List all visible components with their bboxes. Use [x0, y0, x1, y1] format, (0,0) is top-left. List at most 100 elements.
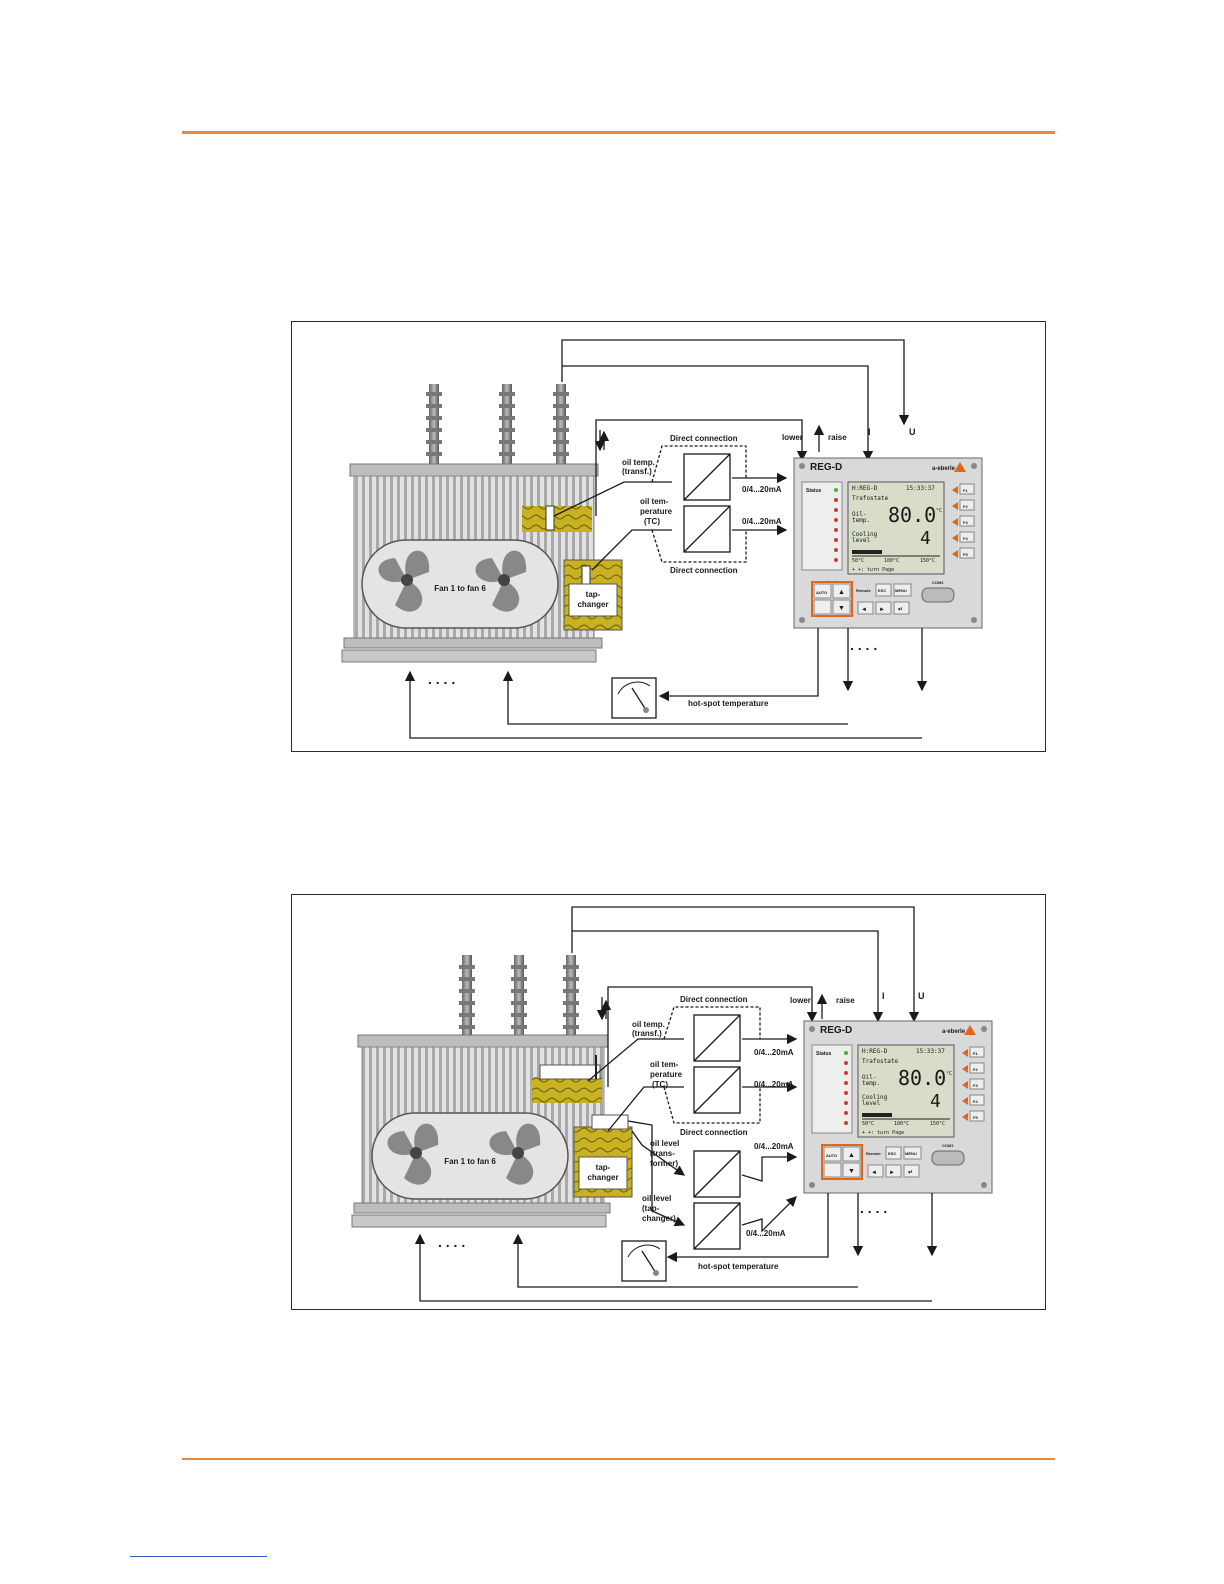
- oil-reservoir: [522, 505, 592, 532]
- f3-key[interactable]: [959, 515, 975, 527]
- lcd-header-left: H:REG-D: [862, 1048, 888, 1055]
- auto-key[interactable]: [813, 583, 832, 599]
- bushings: [426, 384, 569, 464]
- enter-key[interactable]: [893, 601, 910, 615]
- tap-changer: tap- changer: [573, 1114, 633, 1198]
- lcd-scale-3: 150°C: [920, 558, 935, 564]
- f1-key[interactable]: [969, 1046, 985, 1058]
- keypad: AUTO ▲ ▼ Remote ESC MENU ◄ ► ↵ COM1: [811, 580, 955, 617]
- oil-level-tc-2: (tap-: [642, 1204, 660, 1213]
- svg-text:F2: F2: [963, 504, 968, 509]
- status-title: Status: [816, 1051, 832, 1057]
- brand-logo: a-eberle: [942, 1029, 966, 1035]
- svg-text:▼: ▼: [838, 605, 845, 612]
- fans-label: Fan 1 to fan 6: [444, 1157, 496, 1166]
- signal-converter-3: [693, 1150, 741, 1198]
- svg-text:↵: ↵: [908, 1170, 913, 1176]
- tapchanger-label-1: tap-: [586, 590, 601, 599]
- right-key[interactable]: [885, 1164, 902, 1178]
- svg-text:◄: ◄: [871, 1170, 877, 1176]
- f5-key[interactable]: [959, 547, 975, 559]
- fans-label: Fan 1 to fan 6: [434, 584, 486, 593]
- device-title: REG-D: [820, 1025, 852, 1036]
- f1-key[interactable]: [959, 483, 975, 495]
- auto-key[interactable]: [823, 1146, 842, 1162]
- lcd-oil-value: 80.0: [888, 503, 936, 527]
- down-key[interactable]: [842, 1162, 861, 1178]
- down-key[interactable]: [832, 599, 851, 615]
- oil-temp-tc-2: perature: [650, 1070, 683, 1079]
- svg-text:F5: F5: [973, 1115, 978, 1120]
- up-key[interactable]: [842, 1146, 861, 1162]
- current-label: I: [882, 991, 885, 1001]
- lower-label: lower: [782, 433, 803, 442]
- menu-key[interactable]: [893, 583, 912, 597]
- return-wires: [404, 628, 928, 739]
- lower-label: lower: [790, 996, 811, 1005]
- oil-level-transf-1: oil level: [650, 1139, 679, 1148]
- f5-key[interactable]: [969, 1110, 985, 1122]
- lcd-footer: + +: turn Page: [852, 567, 894, 573]
- lcd-unit: °C: [936, 508, 942, 514]
- regd-device: REG-D a-eberle Status H:REG-D 15:33:37 T…: [803, 1020, 993, 1194]
- ma-label-2: 0/4...20mA: [742, 517, 782, 526]
- svg-text:ESC: ESC: [888, 1151, 896, 1156]
- com-port: [931, 1150, 965, 1166]
- svg-text:▼: ▼: [848, 1168, 855, 1175]
- enter-key[interactable]: [903, 1164, 920, 1178]
- footer-link-underline[interactable]: [130, 1556, 267, 1557]
- lcd-cooling-value: 4: [920, 528, 931, 549]
- remote-label: Remote: [866, 1151, 881, 1156]
- gauge-icon: [621, 1240, 667, 1282]
- header-rule: [182, 131, 1055, 134]
- oil-temp-tc-3: (TC): [652, 1080, 668, 1089]
- dots-left: . . . .: [438, 1234, 465, 1250]
- f2-key[interactable]: [969, 1062, 985, 1074]
- ma-label-2: 0/4...20mA: [754, 1080, 794, 1089]
- voltage-label: U: [909, 427, 916, 437]
- svg-text:AUTO: AUTO: [826, 1153, 837, 1158]
- fan-icon: [378, 550, 430, 612]
- svg-text:▲: ▲: [838, 589, 845, 596]
- raise-label: raise: [828, 433, 847, 442]
- right-key[interactable]: [875, 601, 892, 615]
- figure-transformer-monitoring-1: Fan 1 to fan 6 tap- changer I U lower ra…: [291, 321, 1046, 752]
- esc-key[interactable]: [885, 1146, 902, 1160]
- figure-transformer-monitoring-2: Fan 1 to fan 6 tap- changer I U lower ra…: [291, 894, 1046, 1310]
- direct-connection-bottom: Direct connection: [680, 1128, 748, 1137]
- f4-key[interactable]: [959, 531, 975, 543]
- lcd-cooling-label-2: level: [852, 537, 870, 544]
- dots-left: . . . .: [428, 671, 455, 687]
- f4-key[interactable]: [969, 1094, 985, 1106]
- lcd-cooling-label: Cooling: [862, 1094, 888, 1101]
- keypad: AUTO ▲ ▼ Remote ESC MENU ◄ ► ↵ COM1: [821, 1143, 965, 1180]
- feed-wires: [571, 906, 920, 1233]
- oil-temp-tc-1: oil tem-: [640, 497, 669, 506]
- menu-key[interactable]: [903, 1146, 922, 1160]
- oil-reservoir: [532, 1055, 602, 1103]
- svg-text:ESC: ESC: [878, 588, 886, 593]
- lcd-scale-2: 100°C: [894, 1121, 909, 1127]
- hand-key[interactable]: [823, 1162, 842, 1178]
- current-label: I: [868, 427, 871, 437]
- oil-temp-tc-3: (TC): [644, 517, 660, 526]
- f3-key[interactable]: [969, 1078, 985, 1090]
- lcd-header-left: H:REG-D: [852, 485, 878, 492]
- tapchanger-label-2: changer: [577, 600, 608, 609]
- signal-converter-2: [693, 1066, 741, 1114]
- schematic-1: Fan 1 to fan 6 tap- changer I U lower ra…: [341, 339, 983, 739]
- footer-rule: [182, 1458, 1055, 1460]
- up-key[interactable]: [832, 583, 851, 599]
- lcd-line1: Trafostate: [862, 1058, 899, 1065]
- lcd-scale-1: 50°C: [862, 1121, 874, 1127]
- fan-assembly: Fan 1 to fan 6: [371, 1112, 569, 1200]
- left-key[interactable]: [867, 1164, 884, 1178]
- ma-label-3: 0/4...20mA: [754, 1142, 794, 1151]
- esc-key[interactable]: [875, 583, 892, 597]
- remote-label: Remote: [856, 588, 871, 593]
- f2-key[interactable]: [959, 499, 975, 511]
- svg-text:F1: F1: [963, 488, 968, 493]
- hand-key[interactable]: [813, 599, 832, 615]
- left-key[interactable]: [857, 601, 874, 615]
- lcd-line1: Trafostate: [852, 495, 889, 502]
